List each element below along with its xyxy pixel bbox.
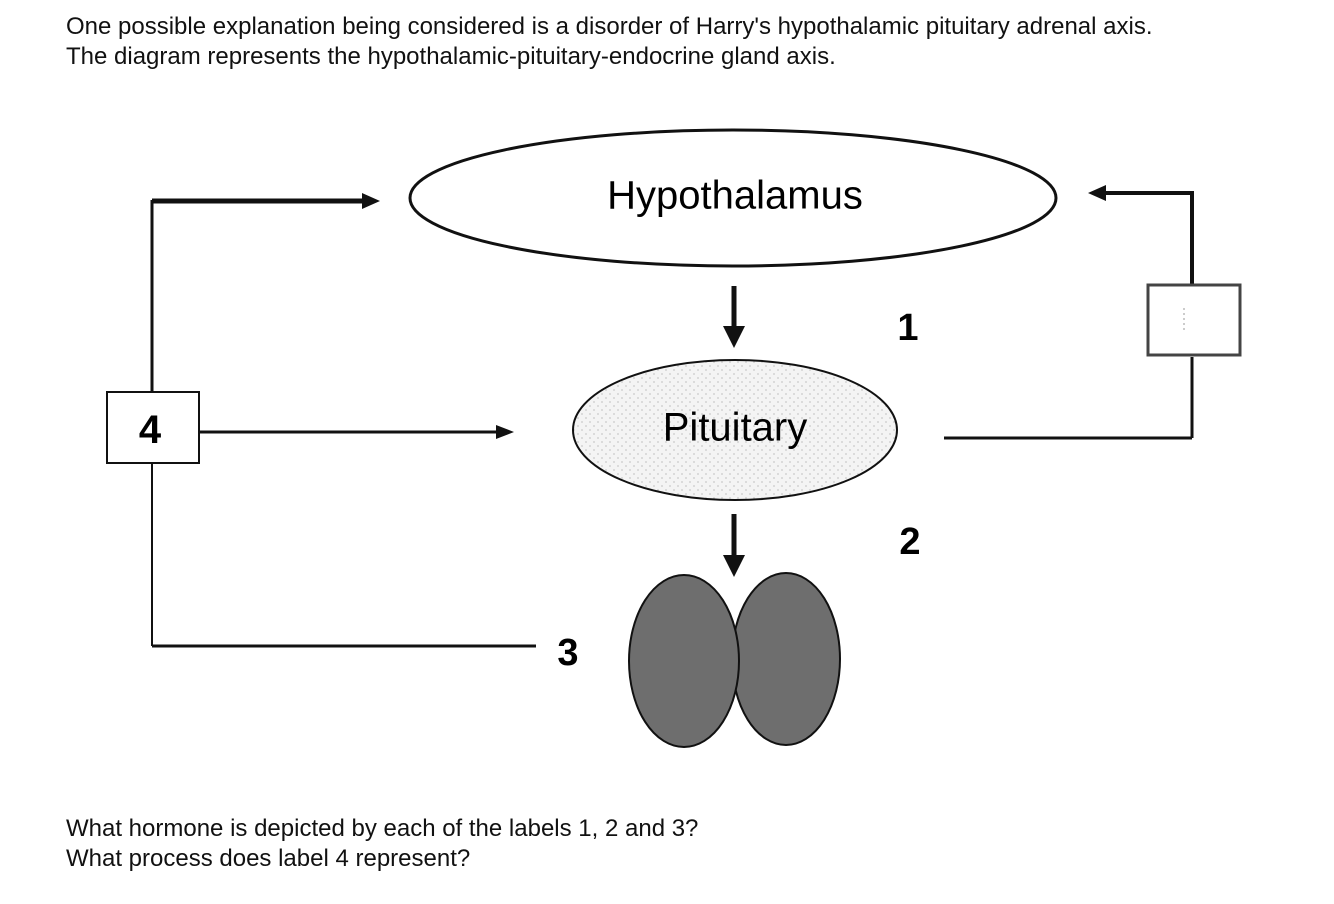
questions-text: What hormone is depicted by each of the … [66, 814, 966, 874]
arrow-to-pituitary [496, 425, 514, 439]
label-1: 1 [897, 307, 918, 349]
question-line-2: What process does label 4 represent? [66, 844, 966, 874]
arrow-pituitary-to-gland [723, 514, 745, 577]
arrow-hypothalamus-to-pituitary [723, 286, 745, 348]
label-4: 4 [139, 408, 162, 452]
endocrine-gland [629, 573, 840, 747]
label-2: 2 [899, 521, 920, 563]
left-feedback-loop [152, 200, 536, 646]
arrow-to-hypothalamus-left [362, 193, 380, 209]
question-line-1: What hormone is depicted by each of the … [66, 814, 966, 844]
right-empty-box [1148, 285, 1240, 355]
pituitary-label: Pituitary [663, 406, 808, 450]
label-3: 3 [557, 632, 578, 674]
hypothalamus-label: Hypothalamus [607, 174, 863, 218]
arrow-to-hypothalamus-right [1088, 185, 1106, 201]
